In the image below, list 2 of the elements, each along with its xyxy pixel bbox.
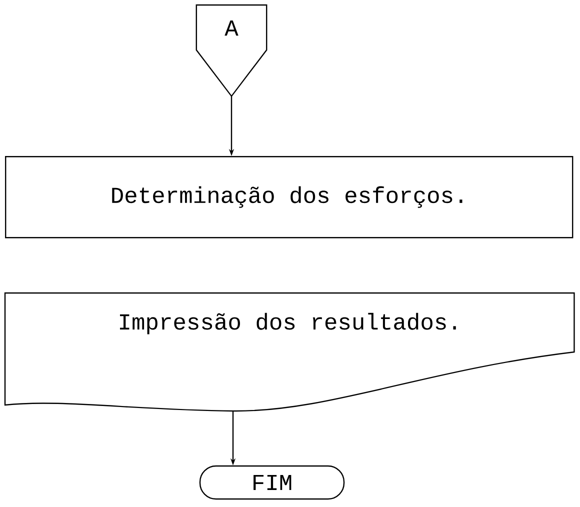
process-box: Determinação dos esforços.: [5, 156, 574, 238]
terminal-box: FIM: [199, 465, 345, 500]
